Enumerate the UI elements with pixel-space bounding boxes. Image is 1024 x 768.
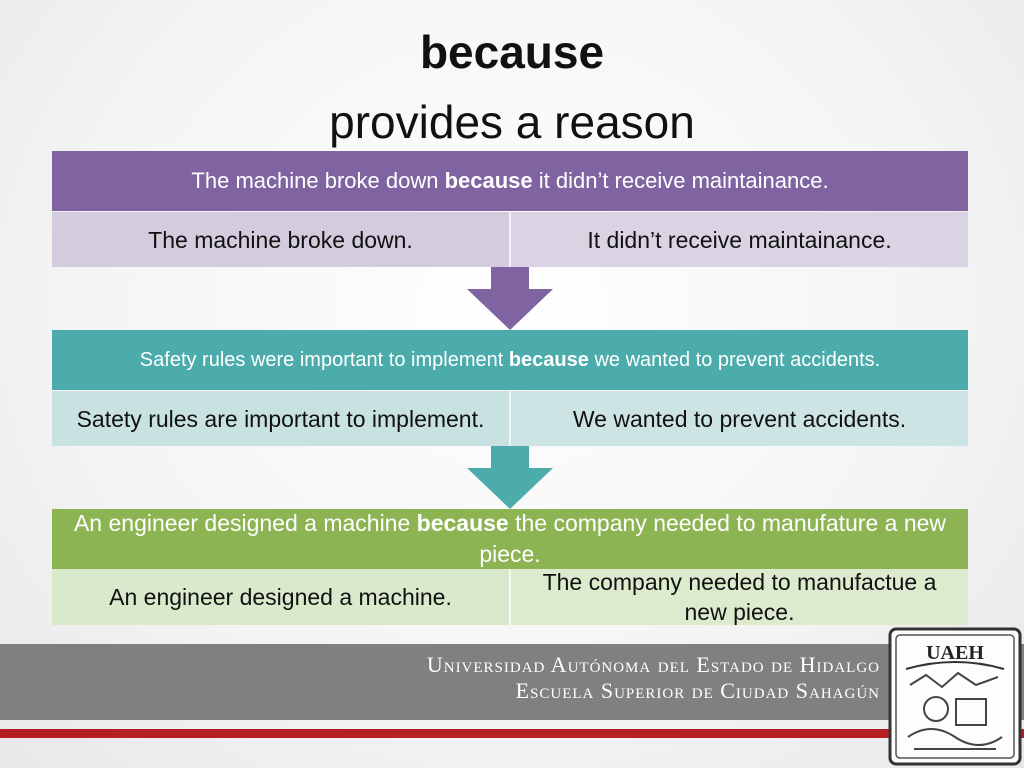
block-2-left-cell: Satety rules are important to implement. [76, 405, 485, 432]
slide-title: because [419, 26, 605, 78]
school-name: Escuela Superior de Ciudad Sahagún [515, 678, 880, 703]
block-2-row: Satety rules are important to implement.… [52, 391, 968, 446]
block-3-header-text: An engineer designed a machine because t… [73, 510, 947, 567]
block-2-right-cell: We wanted to prevent accidents. [509, 391, 968, 446]
block-1-left-cell: The machine broke down. [148, 226, 413, 253]
block-2-header: Safety rules were important to implement… [52, 330, 968, 390]
block-3-header: An engineer designed a machine because t… [52, 509, 968, 569]
footer-band [0, 644, 1024, 720]
block-3-row: An engineer designed a machine. The comp… [52, 569, 968, 625]
slide-subtitle: provides a reason [329, 96, 695, 148]
block-1-header: The machine broke down because it didn’t… [52, 151, 968, 211]
university-name: Universidad Autónoma del Estado de Hidal… [426, 652, 880, 677]
block-3-right-cell: The company needed to manufactue a new p… [509, 569, 968, 625]
block-3-left-cell: An engineer designed a machine. [109, 584, 452, 610]
down-arrow-icon [467, 267, 553, 330]
down-arrow-icon [467, 446, 553, 509]
block-2-header-text: Safety rules were important to implement… [139, 348, 881, 371]
university-seal-icon: UAEH [888, 627, 1022, 766]
footer-accent-line [0, 729, 1024, 738]
block-1-row: The machine broke down. It didn’t receiv… [52, 212, 968, 267]
block-1-header-text: The machine broke down because it didn’t… [191, 168, 829, 193]
svg-text:UAEH: UAEH [926, 642, 984, 664]
block-1-right-cell: It didn’t receive maintainance. [509, 212, 968, 267]
